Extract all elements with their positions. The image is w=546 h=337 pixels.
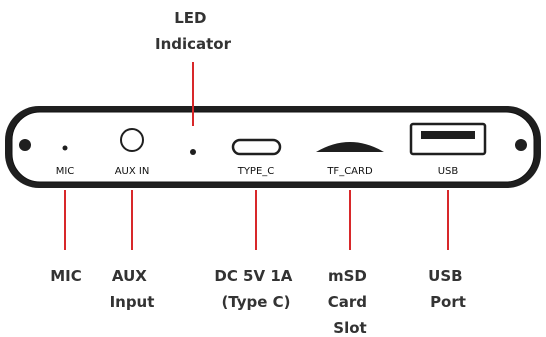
aux-panel-label: AUX IN [115,166,150,177]
msd-callout-line-1: mSD [328,267,367,285]
screw-right-icon [515,139,527,151]
mic-panel-label: MIC [56,166,75,177]
usb-callout: USB Port [428,267,468,311]
usb-panel-label: USB [438,166,459,177]
dc-callout-line-1: DC 5V 1A [214,267,292,285]
screw-left-icon [19,139,31,151]
type-c-port-icon [231,138,282,156]
aux-callout: AUX Input [110,267,155,311]
led-callout: LED Indicator [155,9,232,53]
mic-callout: MIC [50,267,82,285]
msd-callout-line-3: Slot [333,319,366,337]
dc-callout: DC 5V 1A (Type C) [214,267,297,311]
tf-card-slot-icon [316,142,384,152]
aux-callout-line-1: AUX [112,267,147,285]
aux-jack-icon [120,128,144,152]
led-callout-line-1: LED [174,9,206,27]
usb-port-tongue [421,131,475,139]
msd-callout-line-2: Card [328,293,367,311]
type-c-panel-label: TYPE_C [237,166,275,177]
usb-callout-line-1: USB [428,267,462,285]
dc-callout-line-2: (Type C) [221,293,290,311]
aux-callout-line-2: Input [110,293,155,311]
msd-callout: mSD Card Slot [328,267,373,337]
usb-callout-line-2: Port [430,293,466,311]
led-indicator-icon [190,149,196,155]
led-callout-line-2: Indicator [155,35,232,53]
tf-card-panel-label: TF_CARD [326,166,373,177]
mic-hole-icon [62,145,68,151]
mic-callout-line-1: MIC [50,267,82,285]
